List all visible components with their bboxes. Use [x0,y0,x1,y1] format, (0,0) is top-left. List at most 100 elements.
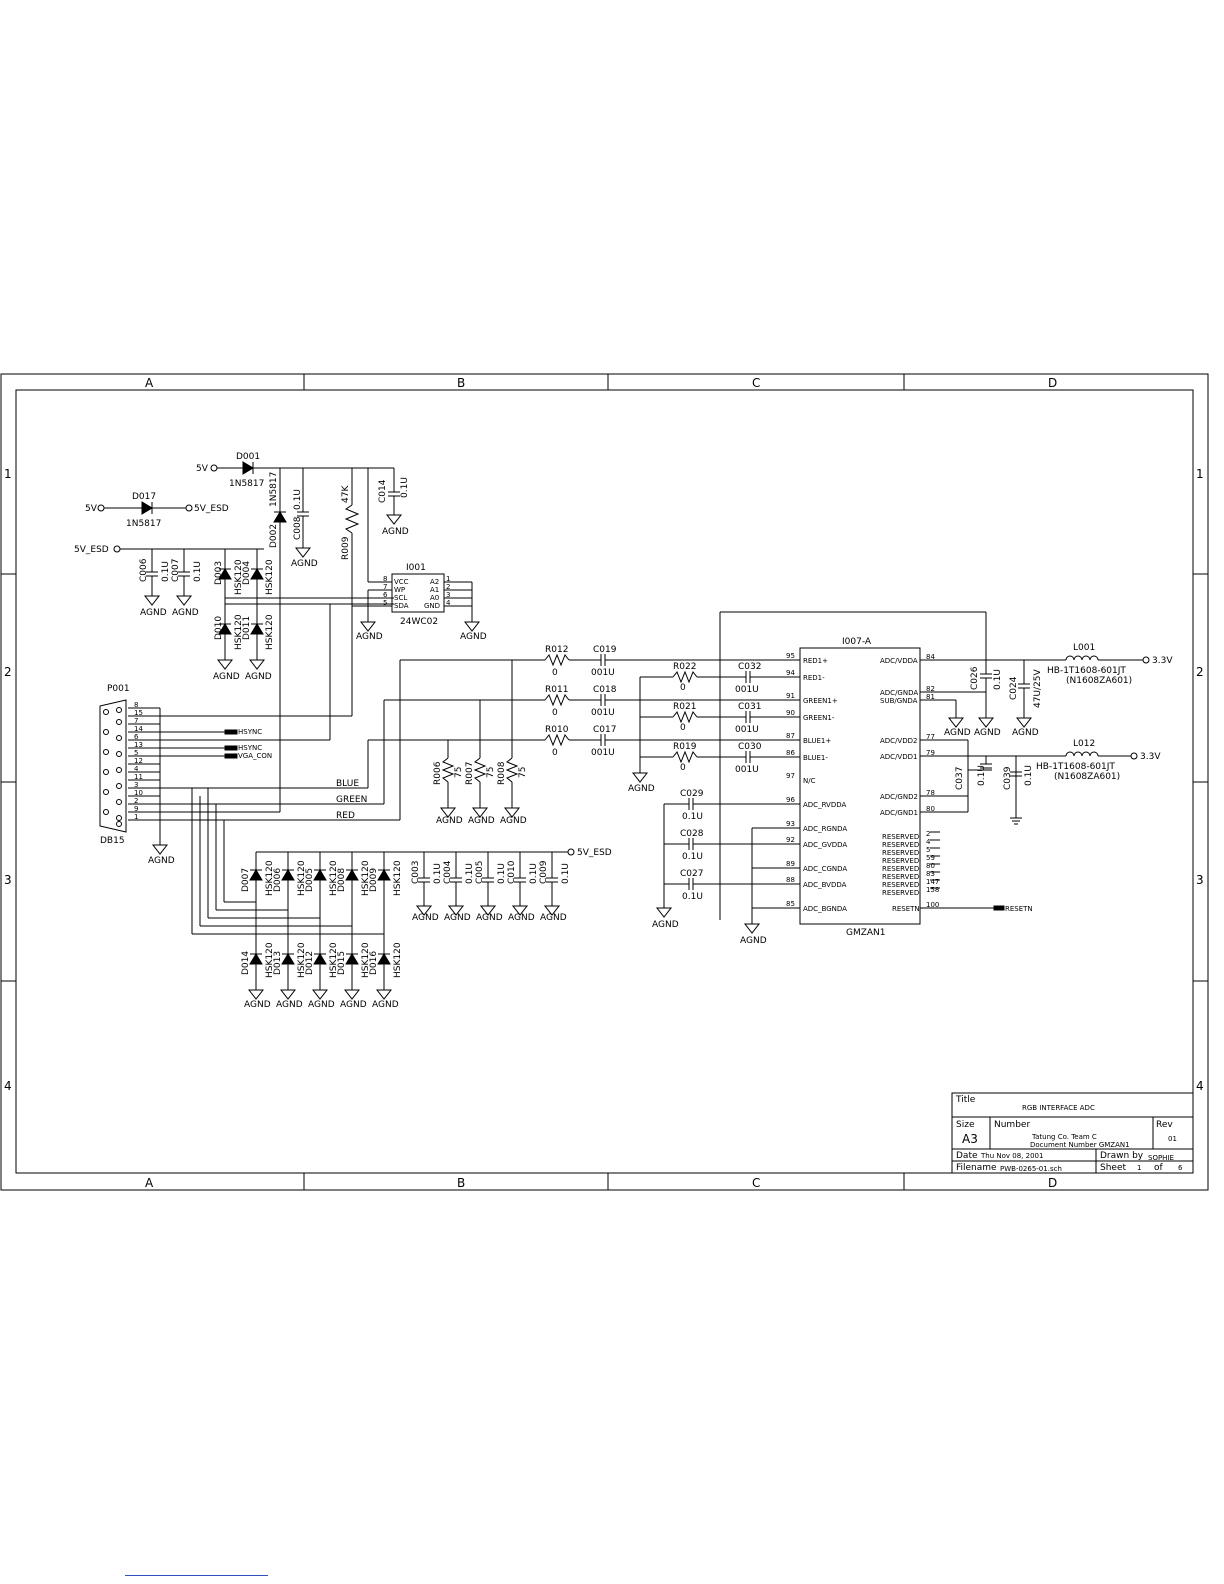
blue-net: BLUE [336,779,359,789]
c010-value: 0.1U [529,863,539,884]
c026-value: 0.1U [993,669,1003,690]
tb-sheets: 6 [1178,1164,1183,1172]
eeprom-pin-num-r3: 4 [446,599,451,607]
col-label-bottom-d: D [1048,1176,1057,1190]
diode-d002 [273,511,287,523]
d016-part: HSK120 [393,942,403,978]
d006-ref: D006 [273,868,283,892]
diode-d013 [281,953,295,965]
col-label-top-a: A [145,376,154,390]
r006-ref: R006 [433,761,443,785]
adc-lpin-num-10: 89 [786,860,795,868]
l001-net: 3.3V [1152,656,1173,666]
adc-lpin-num-4: 87 [786,732,795,740]
connector-p001 [99,600,401,855]
d017-in-label: 5V [85,504,98,514]
agnd-c026: AGND [974,728,1001,738]
adc-res-name-2: RESERVED [882,849,919,857]
connector-pin-labels: 8 15 7 14 6 13 5 12 4 11 3 10 2 9 1 HSYN… [134,701,272,821]
tb-filename-label: Filename [956,1163,997,1173]
l012-alt: (N1608ZA601) [1054,772,1120,782]
diode-d010 [218,623,232,635]
esd-net-label: 5V_ESD [74,545,109,555]
diode-d015 [345,953,359,965]
p001-pin-7: 12 [134,757,143,765]
agnd-c004: AGND [444,913,471,923]
d017-out-label: 5V_ESD [194,504,229,514]
adc-part: GMZAN1 [846,928,886,938]
p001-pin-6: 5 [134,749,138,757]
tb-rev: 01 [1168,1135,1177,1143]
resistor-r009 [344,504,360,534]
adc-i007: I007-A GMZAN1 [799,637,921,938]
d003-ref: D003 [214,561,224,585]
col-label-top-c: C [752,376,760,390]
agnd-d015: AGND [340,1000,367,1010]
adc-reset-num: 100 [926,901,939,909]
d010-part: HSK120 [234,614,244,650]
tb-of-label: of [1154,1163,1164,1173]
signal-path-labels: R012 0 C019 001U R011 0 C018 001U R010 0… [433,645,767,946]
c004-ref: C004 [443,860,453,884]
tb-company: Tatung Co. Team C [1031,1133,1097,1141]
adc-rpin-name-0: ADC/VDDA [880,657,918,665]
tb-rev-label: Rev [1156,1120,1173,1130]
d005-ref: D005 [305,868,315,892]
c032-value: 001U [735,685,759,695]
adc-rpin-name-6: ADC/GND1 [880,809,918,817]
row-label-right-1: 1 [1196,467,1204,481]
adc-lpin-num-6: 97 [786,772,795,780]
eeprom-pin-num-l1: 7 [383,583,387,591]
l012-part: HB-1T1608-601JT [1036,762,1115,772]
p001-pin-2: 7 [134,717,138,725]
adc-rpin-num-3: 77 [926,733,935,741]
tb-title-label: Title [955,1095,976,1105]
d001-ref: D001 [236,452,260,462]
adc-rpin-name-2: SUB/GNDA [880,697,918,705]
green-net: GREEN [336,795,367,805]
c009-ref: C009 [539,860,549,884]
c017-value: 001U [591,748,615,758]
adc-rpin-name-3: ADC/VDD2 [880,737,917,745]
adc-rpin-name-4: ADC/VDD1 [880,753,917,761]
r009-value: 47K [341,485,351,503]
d007-part: HSK120 [265,860,275,896]
d011-part: HSK120 [265,614,275,650]
d004-part: HSK120 [265,559,275,595]
agnd-d014: AGND [244,1000,271,1010]
r019-value: 0 [680,763,686,773]
tb-drawn-label: Drawn by [1100,1151,1144,1161]
p001-pin-5: 13 [134,741,143,749]
p001-ref: P001 [107,684,130,694]
col-label-bottom-b: B [457,1176,465,1190]
eeprom-pin-name-r2: A0 [430,594,439,602]
diode-d004 [250,568,264,580]
adc-right-wiring [920,655,1150,911]
p001-pin-13: 9 [134,805,138,813]
agnd-c003: AGND [412,913,439,923]
c037-ref: C037 [955,767,965,790]
resetn-net: RESETN [1005,905,1033,913]
adc-lpin-num-5: 86 [786,749,795,757]
adc-lpin-name-9: ADC_GVDDA [803,841,847,849]
adc-lpin-num-9: 92 [786,836,795,844]
agnd-c024: AGND [1012,728,1039,738]
adc-lpin-num-11: 88 [786,876,795,884]
r019-ref: R019 [673,742,697,752]
eeprom-pin-num-r0: 1 [446,575,450,583]
diode-d007 [249,869,263,881]
adc-res-name-0: RESERVED [882,833,919,841]
c003-value: 0.1U [433,863,443,884]
d014-ref: D014 [241,951,251,975]
agnd-r008: AGND [500,816,527,826]
p001-pin-8: 4 [134,765,139,773]
adc-res-name-1: RESERVED [882,841,919,849]
p001-pin-1: 15 [134,709,143,717]
adc-rpin-name-1: ADC/GNDA [880,689,918,697]
agnd-decoupling: AGND [652,920,679,930]
tb-title: RGB INTERFACE ADC [1022,1104,1095,1112]
vga-con-net: VGA_CON [238,752,272,760]
d012-ref: D012 [305,951,315,975]
adc-res-num-6: 147 [926,878,939,886]
row-label-left-1: 1 [4,467,12,481]
